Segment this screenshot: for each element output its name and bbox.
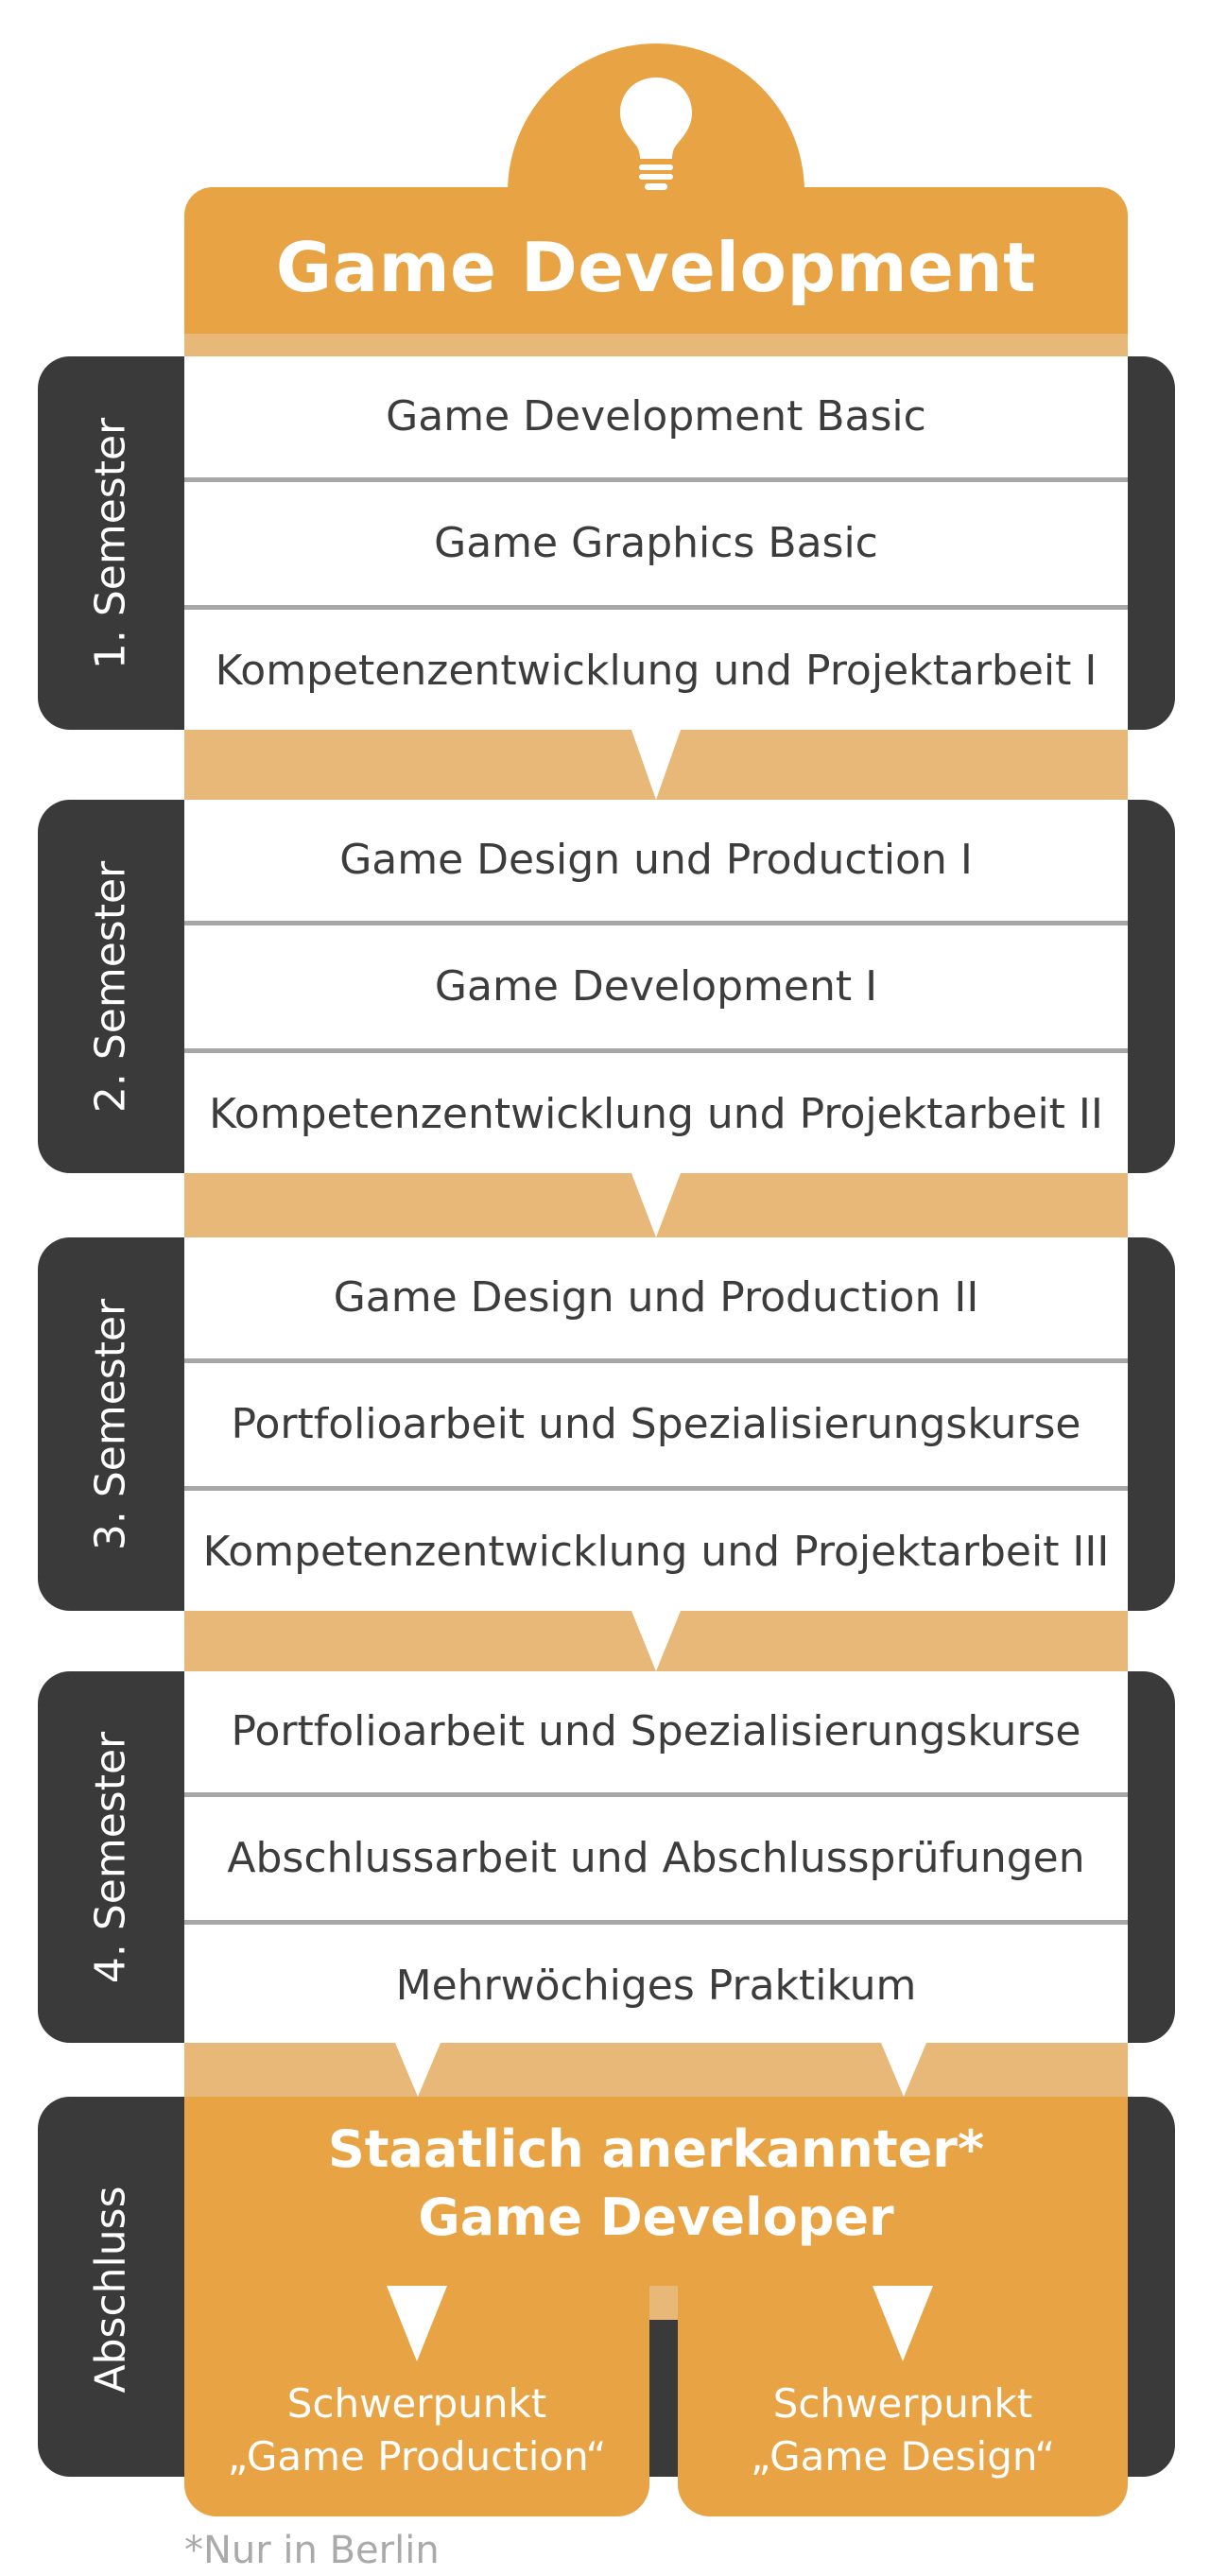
course-cell: Game Design und Production I: [339, 836, 973, 884]
course-cell: Abschlussarbeit und Abschlussprüfungen: [184, 1792, 1128, 1920]
header-band: [184, 334, 1128, 356]
course-cell: Portfolioarbeit und Spezialisierungskurs…: [184, 1358, 1128, 1486]
footnote: *Nur in Berlin: [184, 2529, 440, 2572]
connector-arrow: [395, 2043, 441, 2097]
semester-4-courses: Portfolioarbeit und Spezialisierungskurs…: [184, 1671, 1128, 2043]
semester-2-courses: Game Design und Production I Game Develo…: [184, 800, 1128, 1173]
course-cell: Game Design und Production II: [333, 1273, 979, 1322]
connector-arrow: [881, 2043, 926, 2097]
connector-4-abschluss: [184, 2043, 1128, 2097]
focus-design-line1: Schwerpunkt: [772, 2380, 1033, 2427]
focus-production-line1: Schwerpunkt: [286, 2380, 547, 2427]
focus-design-text: Schwerpunkt „Game Design“: [678, 2377, 1128, 2483]
course-cell: Game Development Basic: [386, 392, 926, 441]
focus-design-line2: „Game Design“: [750, 2433, 1056, 2480]
semester-2-label: 2. Semester: [86, 860, 135, 1114]
focus-arrow: [873, 2286, 933, 2361]
abschluss-title-line2: Game Developer: [418, 2187, 894, 2247]
course-cell: Game Development I: [184, 921, 1128, 1048]
focus-production-text: Schwerpunkt „Game Production“: [184, 2377, 649, 2483]
course-cell: Portfolioarbeit und Spezialisierungskurs…: [231, 1707, 1081, 1755]
semester-3-label: 3. Semester: [86, 1298, 135, 1551]
course-cell: Game Graphics Basic: [184, 477, 1128, 605]
semester-1-courses: Game Development Basic Game Graphics Bas…: [184, 356, 1128, 730]
abschluss-label: Abschluss: [86, 2186, 135, 2394]
connector-arrow: [631, 730, 681, 800]
abschluss-title: Staatlich anerkannter* Game Developer: [184, 2116, 1128, 2252]
connector-arrow: [631, 1611, 681, 1671]
focus-arrow: [387, 2286, 447, 2361]
semester-3-courses: Game Design und Production II Portfolioa…: [184, 1237, 1128, 1611]
abschluss-title-line1: Staatlich anerkannter*: [327, 2119, 985, 2179]
course-cell: Kompetenzentwicklung und Projektarbeit I…: [184, 1048, 1128, 1176]
abschluss-box: [184, 2097, 1128, 2286]
diagram-title: Game Development: [275, 228, 1037, 307]
lightbulb-icon: [620, 78, 692, 190]
connector-arrow: [631, 1173, 681, 1237]
course-cell: Mehrwöchiges Praktikum: [184, 1920, 1128, 2041]
course-cell: Kompetenzentwicklung und Projektarbeit I: [184, 605, 1128, 733]
course-cell: Kompetenzentwicklung und Projektarbeit I…: [184, 1486, 1128, 1614]
focus-production-line2: „Game Production“: [227, 2433, 607, 2480]
semester-1-label: 1. Semester: [86, 417, 135, 670]
semester-4-label: 4. Semester: [86, 1731, 135, 1984]
header-box: [184, 187, 1128, 334]
